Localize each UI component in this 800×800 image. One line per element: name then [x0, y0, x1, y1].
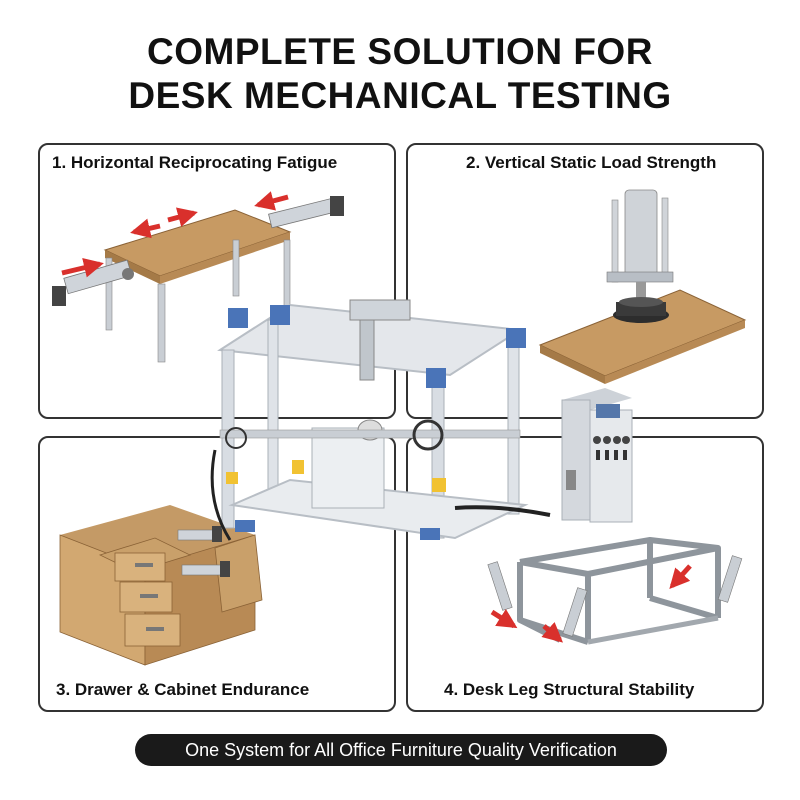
right-actuator: [268, 196, 344, 229]
panel-2-label: 2. Vertical Static Load Strength: [466, 153, 717, 172]
page-title: COMPLETE SOLUTION FOR DESK MECHANICAL TE…: [0, 30, 800, 118]
leg-load-arms: [487, 555, 743, 643]
press-cylinder-illustration: [538, 189, 747, 384]
controller-cabinet-photo: [561, 388, 633, 523]
panel-1-label: 1. Horizontal Reciprocating Fatigue: [52, 153, 338, 172]
title-line-2: DESK MECHANICAL TESTING: [128, 75, 672, 116]
cabinet-illustration: [59, 505, 263, 666]
table-illustration: [52, 191, 344, 363]
title-line-1: COMPLETE SOLUTION FOR: [147, 31, 653, 72]
leg-frame-illustration: [517, 537, 721, 645]
tagline-banner: One System for All Office Furniture Qual…: [135, 734, 667, 766]
test-machine-photo: [210, 299, 551, 541]
panel-4-label: 4. Desk Leg Structural Stability: [444, 680, 695, 699]
panel-3-label: 3. Drawer & Cabinet Endurance: [56, 680, 310, 699]
